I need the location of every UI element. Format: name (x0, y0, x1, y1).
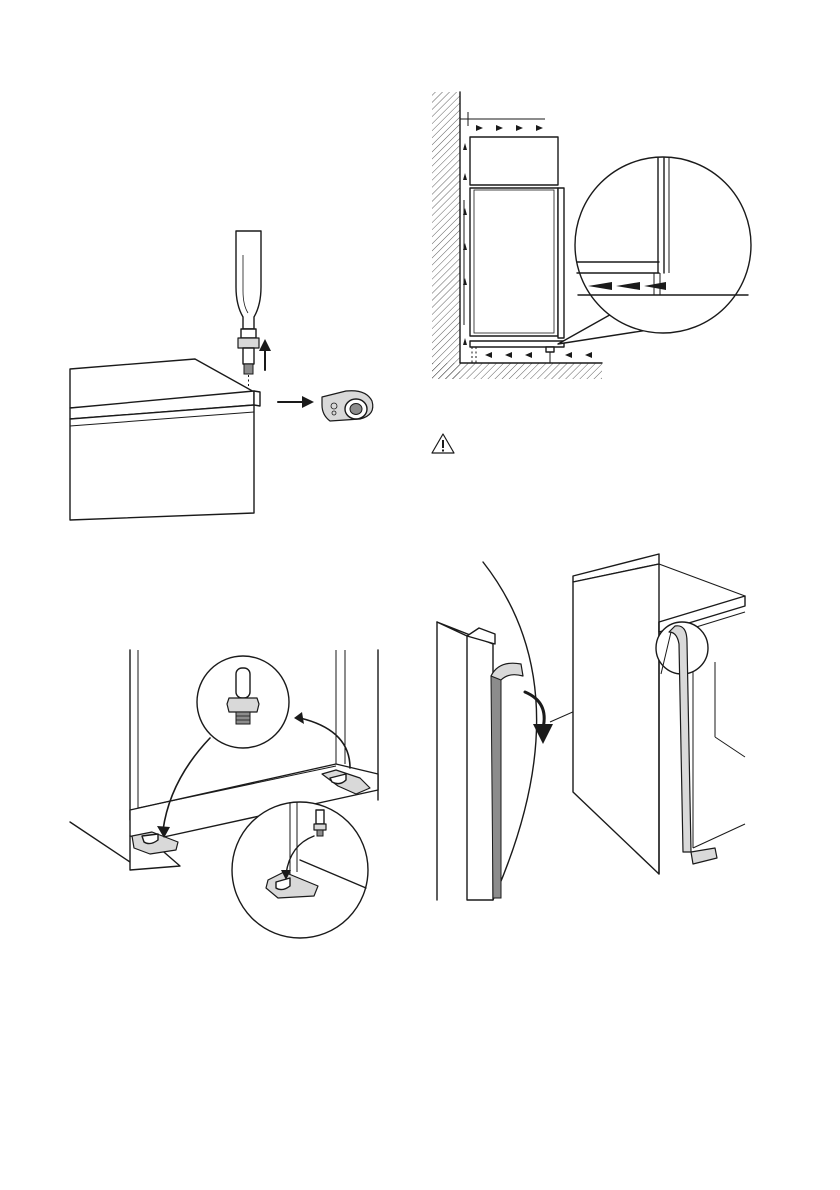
hinge-pin-tip (244, 364, 253, 374)
hinge-cover-part (322, 391, 373, 421)
door-gasket-strip (491, 672, 501, 898)
screwdriver-shaft (243, 348, 254, 364)
screwdriver-ferrule (241, 329, 256, 338)
wall-hatch (432, 92, 460, 379)
figure-door-seal-removal (425, 552, 765, 902)
appliance-door (558, 188, 564, 338)
curved-arrow-icon (525, 692, 553, 744)
gasket-peeled-end (491, 663, 523, 680)
upper-cabinet (470, 137, 558, 185)
screwdriver-handle (236, 231, 261, 329)
hinge-cover-illustration (60, 225, 390, 535)
seal-detail-magnifier (656, 622, 708, 852)
figure-hinge-pin-swap (60, 640, 390, 945)
hinge-pin-illustration (60, 640, 390, 945)
ventilation-illustration (430, 90, 760, 390)
hinge-pin-nut (238, 338, 259, 348)
figure-ventilation-diagram (430, 90, 760, 390)
detail-magnifier (558, 157, 751, 344)
figure-hinge-cover-removal (60, 225, 390, 535)
door-seal-illustration (425, 552, 765, 902)
arrow-up-icon (259, 339, 271, 370)
plinth (470, 341, 564, 347)
cabinet-door-panel (70, 405, 254, 520)
appliance-body (470, 188, 558, 336)
bracket-detail (232, 802, 368, 938)
hinge-pin-detail (197, 656, 289, 748)
cabinet-foot (691, 848, 717, 864)
floor-hatch (432, 363, 602, 379)
warning-triangle-icon (430, 432, 456, 456)
airflow-arrows-top (476, 125, 543, 131)
cabinet-trim-end (254, 391, 260, 406)
arrow-right-icon (278, 396, 314, 408)
airflow-arrows-bottom (485, 352, 592, 358)
